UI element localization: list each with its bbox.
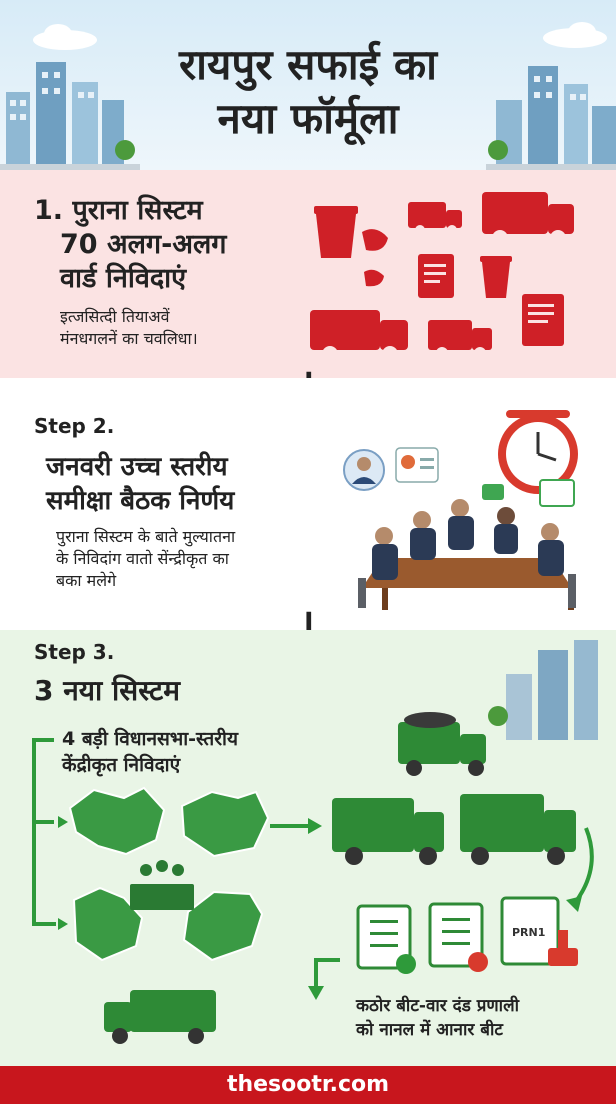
garbage-truck-icon bbox=[398, 712, 486, 776]
step2-desc-line-3: बका मलेगे bbox=[56, 571, 117, 590]
meeting-illustration bbox=[343, 410, 578, 610]
step3-bottom-line-2: को नानल में आनार बीट bbox=[356, 1020, 503, 1040]
title-line-2: नया फॉर्मूला bbox=[217, 94, 399, 143]
garbage-truck-icon bbox=[104, 990, 216, 1044]
step3-subheading: 4 बड़ी विधानसभा-स्तरीय केंद्रीकृत निविदा… bbox=[62, 726, 238, 778]
step3-bottom-text: कठोर बीट-वार दंड प्रणाली को नानल में आना… bbox=[356, 994, 519, 1042]
step1-desc-line-2: मंनधगलनें का चवलिधा। bbox=[60, 329, 198, 348]
page-title: रायपुर सफाई का नया फॉर्मूला bbox=[0, 38, 616, 146]
step2-description: पुराना सिस्टम के बाते मुल्यातना के निविद… bbox=[56, 526, 235, 592]
garbage-bag-icon bbox=[362, 229, 388, 251]
step3-sub-line-2: केंद्रीकृत निविदाएं bbox=[62, 754, 181, 776]
step2-desc-line-2: के निविदांग वातो सेंन्द्रीकृत का bbox=[56, 549, 229, 568]
garbage-truck-icon bbox=[460, 794, 576, 865]
trash-bin-icon bbox=[316, 214, 356, 258]
step3-flow-illustration bbox=[32, 712, 594, 1044]
document-icon bbox=[418, 254, 454, 298]
council-icon bbox=[130, 860, 194, 910]
trash-bin-icon bbox=[482, 262, 510, 298]
step1-heading-line-2: 70 अलग-अलग bbox=[60, 229, 227, 260]
step2-section: Step 2. जनवरी उच्च स्तरीय समीक्षा बैठक न… bbox=[0, 378, 616, 630]
checklist-icon bbox=[428, 902, 488, 972]
city-skyline-left-icon bbox=[0, 62, 140, 170]
truck-icon bbox=[310, 310, 408, 362]
header-section: रायपुर सफाई का नया फॉर्मूला bbox=[0, 0, 616, 170]
chat-bubble-icon bbox=[539, 479, 575, 507]
step3-label: Step 3. bbox=[34, 640, 115, 664]
chart-bubble-icon bbox=[395, 447, 439, 483]
step1-description: इत्जसित्दी तियाअवें मंनधगलनें का चवलिधा। bbox=[60, 306, 198, 350]
step1-desc-line-1: इत्जसित्दी तियाअवें bbox=[60, 307, 170, 326]
fragmented-tender-icons bbox=[310, 192, 574, 362]
title-line-1: रायपुर सफाई का bbox=[178, 40, 438, 89]
step1-heading-line-3: वार्ड निविदाएं bbox=[60, 263, 187, 294]
city-skyline-step3-icon bbox=[488, 640, 598, 740]
step3-heading: 3 नया सिस्टम bbox=[34, 674, 180, 707]
step2-heading-line-1: जनवरी उच्च स्तरीय bbox=[46, 452, 228, 482]
checklist-icon bbox=[356, 904, 416, 974]
step3-bottom-line-1: कठोर बीट-वार दंड प्रणाली bbox=[356, 996, 520, 1016]
garbage-truck-icon bbox=[332, 798, 444, 865]
stamp-badge: PRN1 bbox=[512, 926, 546, 939]
garbage-bag-icon bbox=[364, 269, 384, 287]
city-skyline-right-icon bbox=[486, 66, 616, 170]
truck-icon bbox=[482, 192, 574, 246]
step2-label: Step 2. bbox=[34, 414, 115, 438]
step2-desc-line-1: पुराना सिस्टम के बाते मुल्यातना bbox=[56, 527, 236, 546]
truck-icon bbox=[428, 320, 492, 359]
map-region-icon bbox=[72, 886, 144, 962]
footer-site-link[interactable]: thesootr.com bbox=[226, 1072, 390, 1097]
step1-section: 1. पुराना सिस्टम 70 अलग-अलग वार्ड निविदा… bbox=[0, 170, 616, 378]
step3-sub-line-1: 4 बड़ी विधानसभा-स्तरीय bbox=[62, 728, 238, 750]
cloud-icon bbox=[33, 24, 97, 50]
chairs bbox=[358, 574, 576, 608]
map-region-icon bbox=[182, 890, 264, 962]
avatar-icon bbox=[343, 449, 385, 491]
clock-icon bbox=[498, 410, 578, 494]
map-region-icon bbox=[68, 786, 166, 856]
meeting-table bbox=[362, 558, 572, 588]
document-icon bbox=[522, 294, 564, 346]
chat-bubble-icon bbox=[482, 484, 504, 500]
step2-heading: जनवरी उच्च स्तरीय समीक्षा बैठक निर्णय bbox=[46, 450, 234, 518]
step1-heading-line-1: 1. पुराना सिस्टम bbox=[34, 195, 203, 226]
footer: thesootr.com bbox=[0, 1066, 616, 1104]
map-region-icon bbox=[180, 790, 270, 858]
step1-heading: 1. पुराना सिस्टम 70 अलग-अलग वार्ड निविदा… bbox=[34, 194, 226, 296]
people-icons bbox=[372, 499, 564, 580]
stamp-document-icon bbox=[500, 896, 578, 966]
step3-section: Step 3. 3 नया सिस्टम 4 बड़ी विधानसभा-स्त… bbox=[0, 630, 616, 1066]
truck-icon bbox=[408, 202, 462, 235]
cloud-icon bbox=[543, 22, 607, 48]
step2-heading-line-2: समीक्षा बैठक निर्णय bbox=[46, 486, 235, 516]
